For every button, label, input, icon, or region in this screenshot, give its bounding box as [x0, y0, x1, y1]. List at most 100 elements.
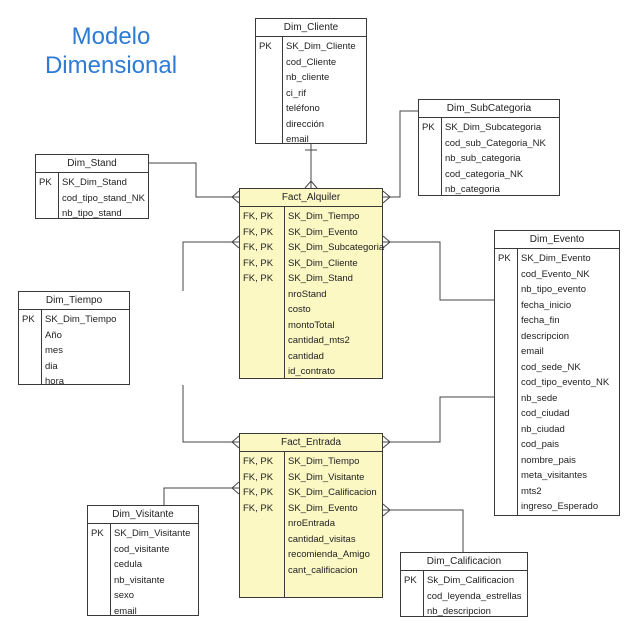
attribute-field: nb_categoria: [445, 184, 500, 195]
attribute-field: SK_Dim_Stand: [288, 273, 353, 284]
attribute-field: descripcion: [521, 330, 570, 342]
attribute-field: cod_Cliente: [286, 56, 337, 68]
attribute-key: FK, PK: [243, 273, 274, 284]
attribute-field: fecha_fin: [521, 315, 560, 326]
entity-name: Dim_SubCategoria: [419, 100, 559, 118]
connector-evento-entrada: [383, 396, 494, 443]
attribute-key: PK: [404, 575, 417, 586]
entity-name: Dim_Cliente: [256, 19, 366, 37]
attribute-key: PK: [422, 122, 435, 133]
attribute-field: SK_Dim_Subcategoria: [288, 242, 385, 253]
attribute-field: cantidad_visitas: [288, 533, 356, 545]
crowsfoot-subcategoria-alquiler: [382, 190, 391, 204]
attribute-field: SK_Dim_Tiempo: [45, 314, 117, 325]
attribute-field: SK_Dim_Cliente: [286, 41, 356, 52]
attribute-field: SK_Dim_Stand: [62, 177, 127, 188]
connector-visitante-entrada: [163, 487, 239, 505]
attribute-field: cod_tipo_stand_NK: [62, 192, 145, 204]
attribute-field: SK_Dim_Subcategoria: [445, 122, 542, 133]
attribute-key: FK, PK: [243, 471, 274, 483]
entity-name: Dim_Visitante: [88, 506, 198, 524]
attribute-key: FK, PK: [243, 487, 274, 498]
crowsfoot-stand-alquiler: [231, 190, 240, 204]
attribute-field: SK_Dim_Visitante: [288, 471, 365, 483]
attribute-field: SK_Dim_Cliente: [288, 257, 358, 269]
attribute-field: fecha_inicio: [521, 299, 572, 311]
attribute-field: cantidad_mts2: [288, 335, 350, 346]
connector-tiempo-entrada: [182, 385, 239, 443]
attribute-key: PK: [22, 314, 35, 325]
crowsfoot-evento-entrada: [382, 435, 391, 449]
attribute-key: FK, PK: [243, 456, 274, 467]
attribute-field: Año: [45, 329, 62, 341]
attribute-field: cod_sub_Categoria_NK: [445, 137, 546, 149]
attribute-field: SK_Dim_Visitante: [114, 528, 191, 539]
connector-tiempo-alquiler: [182, 241, 239, 291]
attribute-field: nroStand: [288, 288, 327, 300]
attribute-field: nroEntrada: [288, 518, 336, 529]
attribute-field: email: [114, 605, 137, 617]
attribute-field: teléfono: [286, 103, 320, 114]
attribute-key: FK, PK: [243, 242, 274, 253]
crowsfoot-calificacion-entrada: [382, 503, 391, 517]
attribute-field: sexo: [114, 590, 135, 601]
attribute-field: mts2: [521, 485, 542, 497]
attribute-field: dirección: [286, 118, 325, 130]
attribute-field: dia: [45, 360, 58, 372]
attribute-field: SK_Dim_Tiempo: [288, 211, 360, 222]
attribute-field: nb_sub_categoria: [445, 153, 521, 164]
attribute-key: PK: [91, 528, 104, 539]
attribute-field: Sk_Dim_Calificacion: [427, 575, 515, 586]
attribute-field: cod_visitante: [114, 543, 170, 555]
attribute-field: SK_Dim_Calificacion: [288, 487, 377, 498]
connector-stand-alquiler: [149, 162, 239, 198]
attribute-key: PK: [498, 253, 511, 264]
attribute-field: recomienda_Amigo: [288, 549, 370, 560]
crowsfoot-evento-alquiler: [382, 235, 391, 249]
attribute-field: nb_tipo_evento: [521, 284, 586, 295]
attribute-field: ingreso_Esperado: [521, 501, 599, 512]
attribute-field: id_contrato: [288, 366, 336, 377]
attribute-key: PK: [259, 41, 272, 52]
attribute-field: cod_ciudad: [521, 408, 570, 419]
diagram-title: Modelo Dimensional: [16, 22, 206, 80]
entity-dim-visitante[interactable]: Dim_Visitante PK SK_Dim_Visitante cod_visi…: [87, 505, 199, 617]
connector-subcategoria-alquiler: [383, 110, 418, 198]
attribute-field: nb_sede: [521, 392, 558, 404]
entity-name: Fact_Entrada: [240, 434, 382, 452]
attribute-key: FK, PK: [243, 211, 274, 222]
connector-calificacion-entrada: [383, 509, 464, 552]
attribute-field: email: [521, 346, 544, 357]
entity-name: Fact_Alquiler: [240, 189, 382, 207]
attribute-field: nb_cliente: [286, 72, 330, 83]
attribute-field: cod_leyenda_estrellas: [427, 590, 522, 602]
attribute-key: FK, PK: [243, 257, 274, 269]
attribute-field: hora: [45, 376, 65, 387]
crowsfoot-cliente-alquiler: [304, 180, 318, 189]
attribute-field: nb_tipo_stand: [62, 208, 122, 219]
attribute-field: costo: [288, 304, 311, 315]
crowsfoot-tiempo-alquiler: [231, 235, 240, 249]
connector-evento-alquiler: [383, 241, 494, 301]
crowsfoot-tiempo-entrada: [231, 435, 240, 449]
attribute-field: cantidad: [288, 350, 324, 362]
attribute-field: nb_visitante: [114, 574, 165, 586]
entity-name: Dim_Stand: [36, 155, 148, 173]
attribute-field: email: [286, 134, 309, 145]
attribute-field: cedula: [114, 559, 142, 570]
attribute-field: cod_tipo_evento_NK: [521, 377, 610, 388]
attribute-field: nombre_pais: [521, 454, 576, 466]
attribute-field: montoTotal: [288, 319, 335, 331]
entity-name: Dim_Tiempo: [19, 292, 129, 310]
attribute-field: cod_pais: [521, 439, 560, 450]
title-line-2: Dimensional: [44, 52, 178, 79]
